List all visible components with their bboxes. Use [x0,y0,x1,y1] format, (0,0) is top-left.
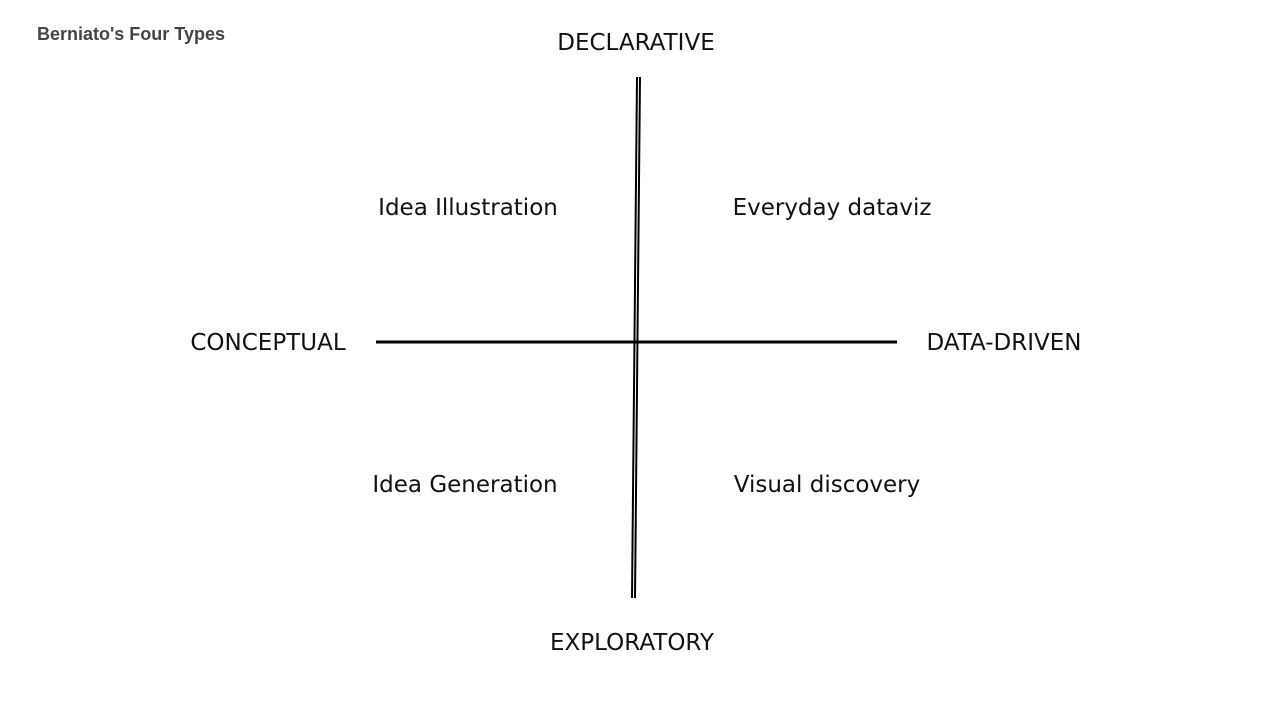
axis-label-right: DATA-DRIVEN [926,330,1082,356]
axis-label-top: DECLARATIVE [557,30,715,56]
quadrant-top-left: Idea Illustration [378,195,558,221]
vertical-axis-line-2 [634,76,641,599]
diagram-title: Berniato's Four Types [37,24,225,44]
quadrant-bottom-right: Visual discovery [733,472,921,498]
quadrant-bottom-left: Idea Generation [372,472,558,498]
vertical-axis-line [631,76,638,599]
quadrant-top-right: Everyday dataviz [732,195,932,221]
axis-label-left: CONCEPTUAL [190,330,346,356]
axis-label-bottom: EXPLORATORY [550,630,714,656]
